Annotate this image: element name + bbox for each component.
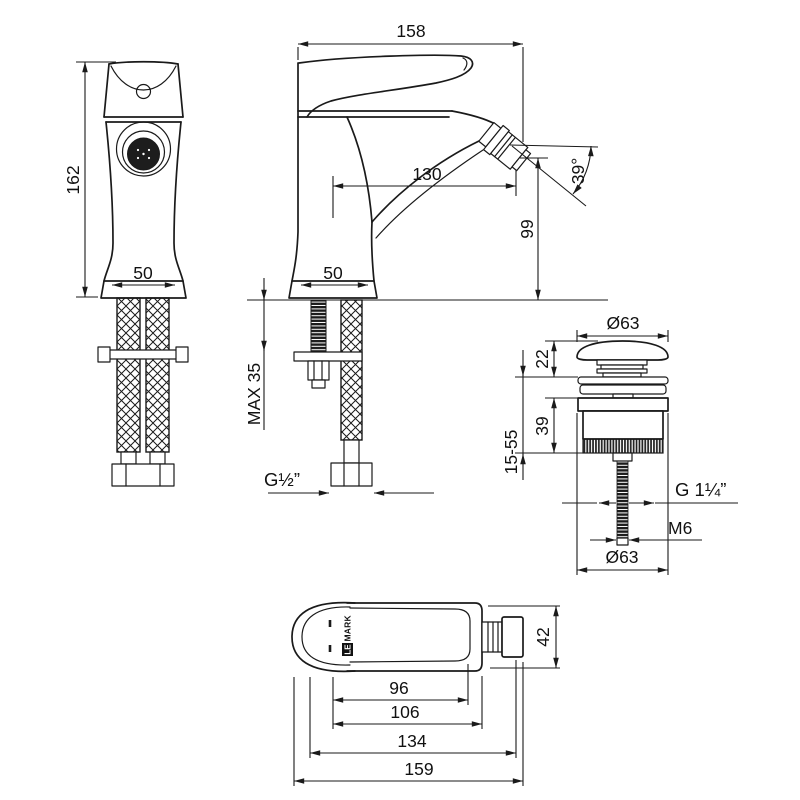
dimension-supply-thread: G½” — [264, 469, 434, 496]
aerator-body — [501, 616, 524, 658]
drain-view: Ø63 22 39 15-55 G 1¼” M6 — [501, 313, 738, 575]
dimension-waste-thread: G 1¼” — [562, 413, 738, 575]
dimension-length-to-aerator: 134 — [309, 660, 517, 758]
dimension-spout-reach: 130 — [332, 164, 517, 218]
drain-flange — [577, 397, 669, 412]
dimension-outlet-height: 99 — [517, 157, 548, 300]
dimension-outlet-angle: 39° — [509, 144, 599, 207]
hose-nut — [111, 463, 175, 487]
dim-clamp-range: 15-55 — [501, 430, 521, 475]
front-aerator — [115, 121, 172, 177]
dimension-side-base-width: 50 — [301, 263, 368, 288]
clamp-plate — [293, 351, 363, 362]
handle-indicator-hole — [135, 83, 152, 100]
aerator-collar — [481, 621, 503, 653]
label-waste-thread: G 1¼” — [675, 479, 726, 500]
dim-cap-height: 22 — [532, 349, 552, 368]
top-view: LE MARK 42 96 106 134 159 — [291, 601, 560, 786]
dim-handle-length: 96 — [389, 678, 408, 698]
dimension-max-deck: MAX 35 — [244, 278, 267, 430]
dim-front-base-width: 50 — [133, 263, 153, 283]
dim-spout-reach: 130 — [412, 164, 441, 184]
dimension-top-overall-length: 159 — [293, 662, 524, 786]
label-supply-thread: G½” — [264, 469, 300, 490]
gasket-upper — [577, 376, 669, 385]
dimension-clamp-range: 15-55 — [501, 350, 526, 480]
dimension-flange-diameter: Ø63 — [577, 547, 668, 573]
dimension-front-height: 162 — [63, 61, 116, 298]
handle-lever — [298, 54, 474, 118]
gasket-lower — [579, 384, 667, 395]
front-faucet-outline — [100, 60, 187, 299]
dimension-body-height: 39 — [515, 397, 583, 454]
dim-flange-diameter: Ø63 — [605, 547, 638, 567]
dim-length-to-aerator: 134 — [397, 731, 426, 751]
dimension-cap-height: 22 — [515, 340, 598, 378]
dim-cap-diameter: Ø63 — [606, 313, 639, 333]
dimension-side-overall-length: 158 — [297, 21, 524, 142]
supply-hose — [340, 299, 363, 441]
dimension-handle-length: 96 — [332, 664, 469, 729]
hose-nut — [330, 462, 373, 487]
dimension-cap-diameter: Ø63 — [576, 313, 669, 342]
side-faucet-outline — [288, 54, 532, 299]
brand-logo: LE MARK — [342, 615, 353, 656]
dim-top-overall-length: 159 — [404, 759, 433, 779]
front-view: 162 50 — [63, 60, 189, 487]
dim-outlet-angle: 39° — [568, 158, 588, 184]
dim-front-height: 162 — [63, 165, 83, 194]
dim-max-deck: MAX 35 — [244, 363, 264, 425]
handle-dome — [291, 601, 356, 673]
dim-side-overall-length: 158 — [396, 21, 425, 41]
dim-body-height: 39 — [532, 416, 552, 435]
dimension-front-base-width: 50 — [112, 263, 175, 288]
dimension-rod-thread: M6 — [590, 518, 702, 543]
top-outline: LE MARK — [291, 601, 524, 673]
brand-logo-boxed: LE — [344, 644, 353, 655]
side-under-deck — [247, 299, 608, 487]
label-rod-thread: M6 — [668, 518, 692, 538]
dim-body-length: 106 — [390, 702, 419, 722]
drain-cap — [576, 340, 669, 361]
dimension-top-body-width: 42 — [488, 605, 560, 669]
drain-rod — [616, 460, 629, 539]
mounting-crossbar — [99, 349, 187, 360]
dim-top-body-width: 42 — [533, 627, 553, 646]
dimension-body-length: 106 — [333, 676, 483, 729]
dim-side-base-width: 50 — [323, 263, 343, 283]
fixing-stud — [310, 299, 327, 353]
side-view: 158 130 99 39° 50 MAX 35 — [244, 21, 608, 496]
front-supply-hoses — [97, 297, 189, 487]
aerator — [478, 121, 532, 172]
drain-thread — [582, 438, 664, 454]
brand-logo-rest: MARK — [343, 615, 353, 642]
dim-outlet-height: 99 — [517, 219, 537, 238]
drain-outline — [576, 340, 669, 546]
drain-body — [582, 410, 664, 440]
